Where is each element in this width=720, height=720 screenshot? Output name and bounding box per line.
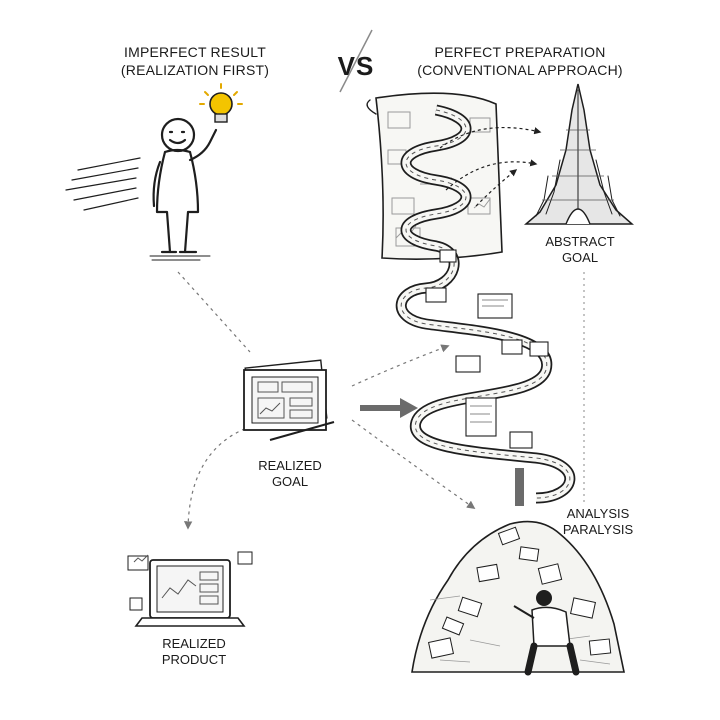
left-title: IMPERFECT RESULT (REALIZATION FIRST) [110, 44, 280, 79]
realized-product-line2: PRODUCT [161, 652, 227, 668]
stick-figure [152, 117, 218, 254]
right-title-line2: (CONVENTIONAL APPROACH) [417, 61, 623, 78]
abstract-goal-line2: GOAL [561, 250, 599, 266]
realized-product-label: REALIZED PRODUCT [144, 636, 244, 669]
vs-slash [339, 29, 373, 93]
buried-person [513, 590, 580, 676]
analysis-paralysis-label: ANALYSIS PARALYSIS [548, 506, 648, 539]
goal-to-pile-arrow [351, 419, 476, 509]
castle-tower-illustration [523, 83, 634, 225]
laptop-illustration [127, 551, 253, 627]
stick-figure-illustration [65, 117, 218, 261]
analysis-paralysis-line2: PARALYSIS [562, 522, 634, 538]
realized-goal-line2: GOAL [271, 474, 309, 490]
paper-pile-illustration [411, 520, 625, 676]
abstract-goal-line1: ABSTRACT [545, 234, 615, 249]
left-title-line1: IMPERFECT RESULT [124, 44, 266, 60]
left-title-line2: (REALIZATION FIRST) [120, 61, 270, 78]
ground-hatch [149, 255, 211, 261]
abstract-goal-label: ABSTRACT GOAL [530, 234, 630, 267]
winding-plan-map [366, 92, 576, 504]
arrow-to-abstract-goal-3 [475, 169, 518, 207]
motion-lines [65, 157, 141, 211]
vertical-gray-bar [515, 468, 524, 506]
realized-product-line1: REALIZED [162, 636, 226, 651]
doc-lines [470, 299, 508, 423]
path-documents [425, 249, 549, 449]
right-title: PERFECT PREPARATION (CONVENTIONAL APPROA… [410, 44, 630, 79]
realized-goal-line1: REALIZED [258, 458, 322, 473]
arrow-to-abstract-goal-1 [439, 127, 542, 149]
solid-gray-arrow [360, 398, 418, 418]
tablet-illustration [243, 359, 335, 441]
arrow-to-abstract-goal-2 [445, 159, 538, 191]
realized-goal-label: REALIZED GOAL [240, 458, 340, 491]
right-title-line1: PERFECT PREPARATION [434, 44, 606, 60]
goal-to-path-arrow [351, 344, 450, 387]
analysis-paralysis-line1: ANALYSIS [566, 506, 630, 521]
lightbulb-icon [199, 83, 243, 123]
figure-to-goal-connector [177, 271, 251, 353]
vs-label: VS [337, 51, 375, 81]
